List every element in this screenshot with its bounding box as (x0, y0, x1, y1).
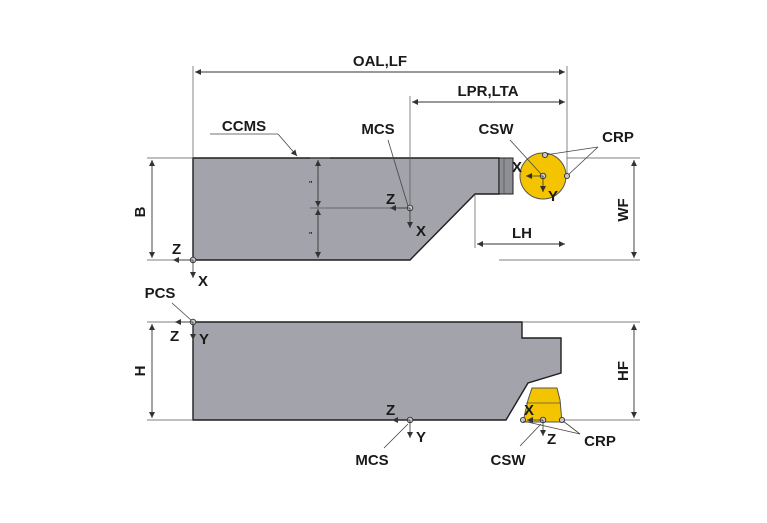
mcs-bottom-y: Y (416, 429, 426, 446)
crp-top-label: CRP (602, 129, 634, 146)
csw-top-y: Y (548, 188, 558, 205)
side-view-body (192, 321, 562, 421)
b-label: B (132, 206, 149, 217)
half-b-mark-top: ″ (309, 181, 313, 188)
pcs-side-z: Z (170, 328, 179, 345)
csw-bottom-x: X (524, 402, 534, 419)
mcs-top-z: Z (386, 191, 395, 208)
lpr-lta-label: LPR,LTA (457, 83, 518, 100)
mcs-bottom-z: Z (386, 402, 395, 419)
pcs-side-y: Y (199, 331, 209, 348)
hf-label: HF (615, 361, 632, 381)
top-view: ″ ″ B OAL,LF LPR,LTA WF LH CCMS MCS (132, 53, 640, 290)
pcs-label: PCS (145, 285, 176, 302)
top-view-body (192, 157, 500, 261)
pcs-top-x: X (198, 273, 208, 290)
crp-top-point-1 (541, 151, 549, 159)
lh-label: LH (512, 225, 532, 242)
crp-bottom-label: CRP (584, 433, 616, 450)
csw-top-x: X (512, 159, 522, 176)
oal-lf-label: OAL,LF (353, 53, 407, 70)
ccms-label: CCMS (222, 118, 266, 135)
side-view: H HF Z Y Z Y MCS X Z CSW CRP (132, 318, 640, 469)
csw-bottom-z: Z (547, 431, 556, 448)
pcs-top-z: Z (172, 241, 181, 258)
csw-bottom-label: CSW (491, 452, 527, 469)
mcs-top-x: X (416, 223, 426, 240)
csw-top-label: CSW (479, 121, 515, 138)
half-b-mark-bottom: ″ (309, 232, 313, 239)
wf-label: WF (615, 198, 632, 221)
mcs-bottom-label: MCS (355, 452, 388, 469)
crp-top-point-2 (563, 172, 571, 180)
h-label: H (132, 366, 149, 377)
insert-pocket (498, 157, 514, 195)
mcs-top-label: MCS (361, 121, 394, 138)
